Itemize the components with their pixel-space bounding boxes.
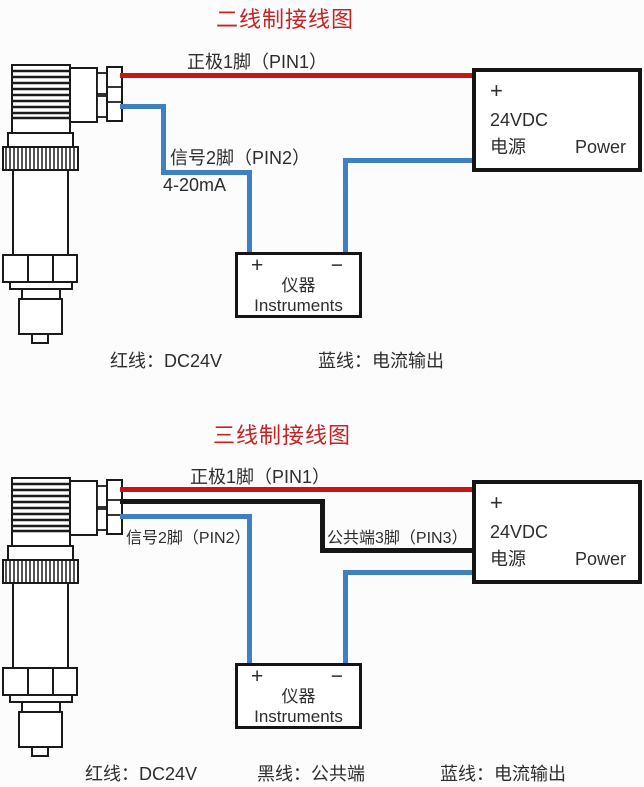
three-wire-pin1-red-wire — [120, 487, 472, 492]
two-wire-return-blue-wire — [343, 158, 348, 254]
three-wire-power-box: + 24VDC 电源 Power — [472, 480, 642, 584]
instrument-minus-terminal: − — [330, 665, 343, 688]
power-voltage: 24VDC — [490, 110, 549, 130]
power-voltage: 24VDC — [490, 522, 549, 542]
pressure-transmitter-icon — [2, 64, 123, 344]
three-wire-signal-blue-wire — [247, 514, 252, 665]
instrument-name-cn: 仪器 — [281, 276, 316, 295]
two-wire-return-blue-wire — [343, 158, 472, 163]
power-name-en: Power — [574, 549, 626, 569]
two-wire-title: 二线制接线图 — [216, 7, 355, 32]
three-wire-legend-black: 黑线：公共端 — [257, 764, 365, 784]
two-wire-signal-range-label: 4-20mA — [163, 175, 227, 195]
instrument-name-cn: 仪器 — [281, 687, 316, 706]
two-wire-signal-blue-wire — [161, 104, 166, 175]
instrument-plus-terminal: + — [251, 254, 264, 277]
instrument-name-en: Instruments — [254, 707, 343, 726]
power-name-cn: 电源 — [490, 137, 526, 157]
three-wire-common-black-wire — [320, 548, 472, 553]
three-wire-instrument-box: + − 仪器 Instruments — [235, 663, 362, 729]
three-wire-pin1-label: 正极1脚（PIN1） — [190, 467, 331, 487]
instrument-minus-terminal: − — [330, 254, 343, 277]
three-wire-legend-blue: 蓝线：电流输出 — [440, 764, 566, 784]
instrument-plus-terminal: + — [251, 665, 264, 688]
pressure-transmitter-icon — [2, 477, 123, 757]
two-wire-signal-blue-wire — [120, 104, 166, 109]
two-wire-pin1-red-wire — [120, 73, 472, 78]
three-wire-signal-blue-wire — [120, 514, 252, 519]
two-wire-instrument-box: + − 仪器 Instruments — [235, 252, 362, 318]
power-name-cn: 电源 — [490, 549, 526, 569]
three-wire-title: 三线制接线图 — [213, 423, 352, 448]
power-plus-terminal: + — [490, 78, 503, 103]
three-wire-common-black-wire — [320, 499, 325, 553]
three-wire-common-black-wire — [120, 499, 325, 504]
three-wire-return-blue-wire — [343, 570, 348, 665]
power-plus-terminal: + — [490, 490, 503, 515]
two-wire-legend-blue: 蓝线：电流输出 — [318, 351, 444, 371]
two-wire-signal-blue-wire — [161, 170, 252, 175]
power-name-en: Power — [574, 137, 626, 157]
two-wire-pin1-label: 正极1脚（PIN1） — [187, 52, 328, 72]
two-wire-signal-blue-wire — [247, 170, 252, 254]
three-wire-legend-red: 红线：DC24V — [85, 764, 198, 784]
two-wire-legend-red: 红线：DC24V — [110, 351, 223, 371]
three-wire-pin2-label: 信号2脚（PIN2） — [126, 530, 251, 547]
instrument-name-en: Instruments — [254, 296, 343, 315]
three-wire-return-blue-wire — [343, 570, 472, 575]
three-wire-pin3-label: 公共端3脚（PIN3） — [327, 530, 468, 547]
two-wire-pin2-label: 信号2脚（PIN2） — [170, 148, 311, 168]
two-wire-power-box: + 24VDC 电源 Power — [472, 68, 642, 172]
